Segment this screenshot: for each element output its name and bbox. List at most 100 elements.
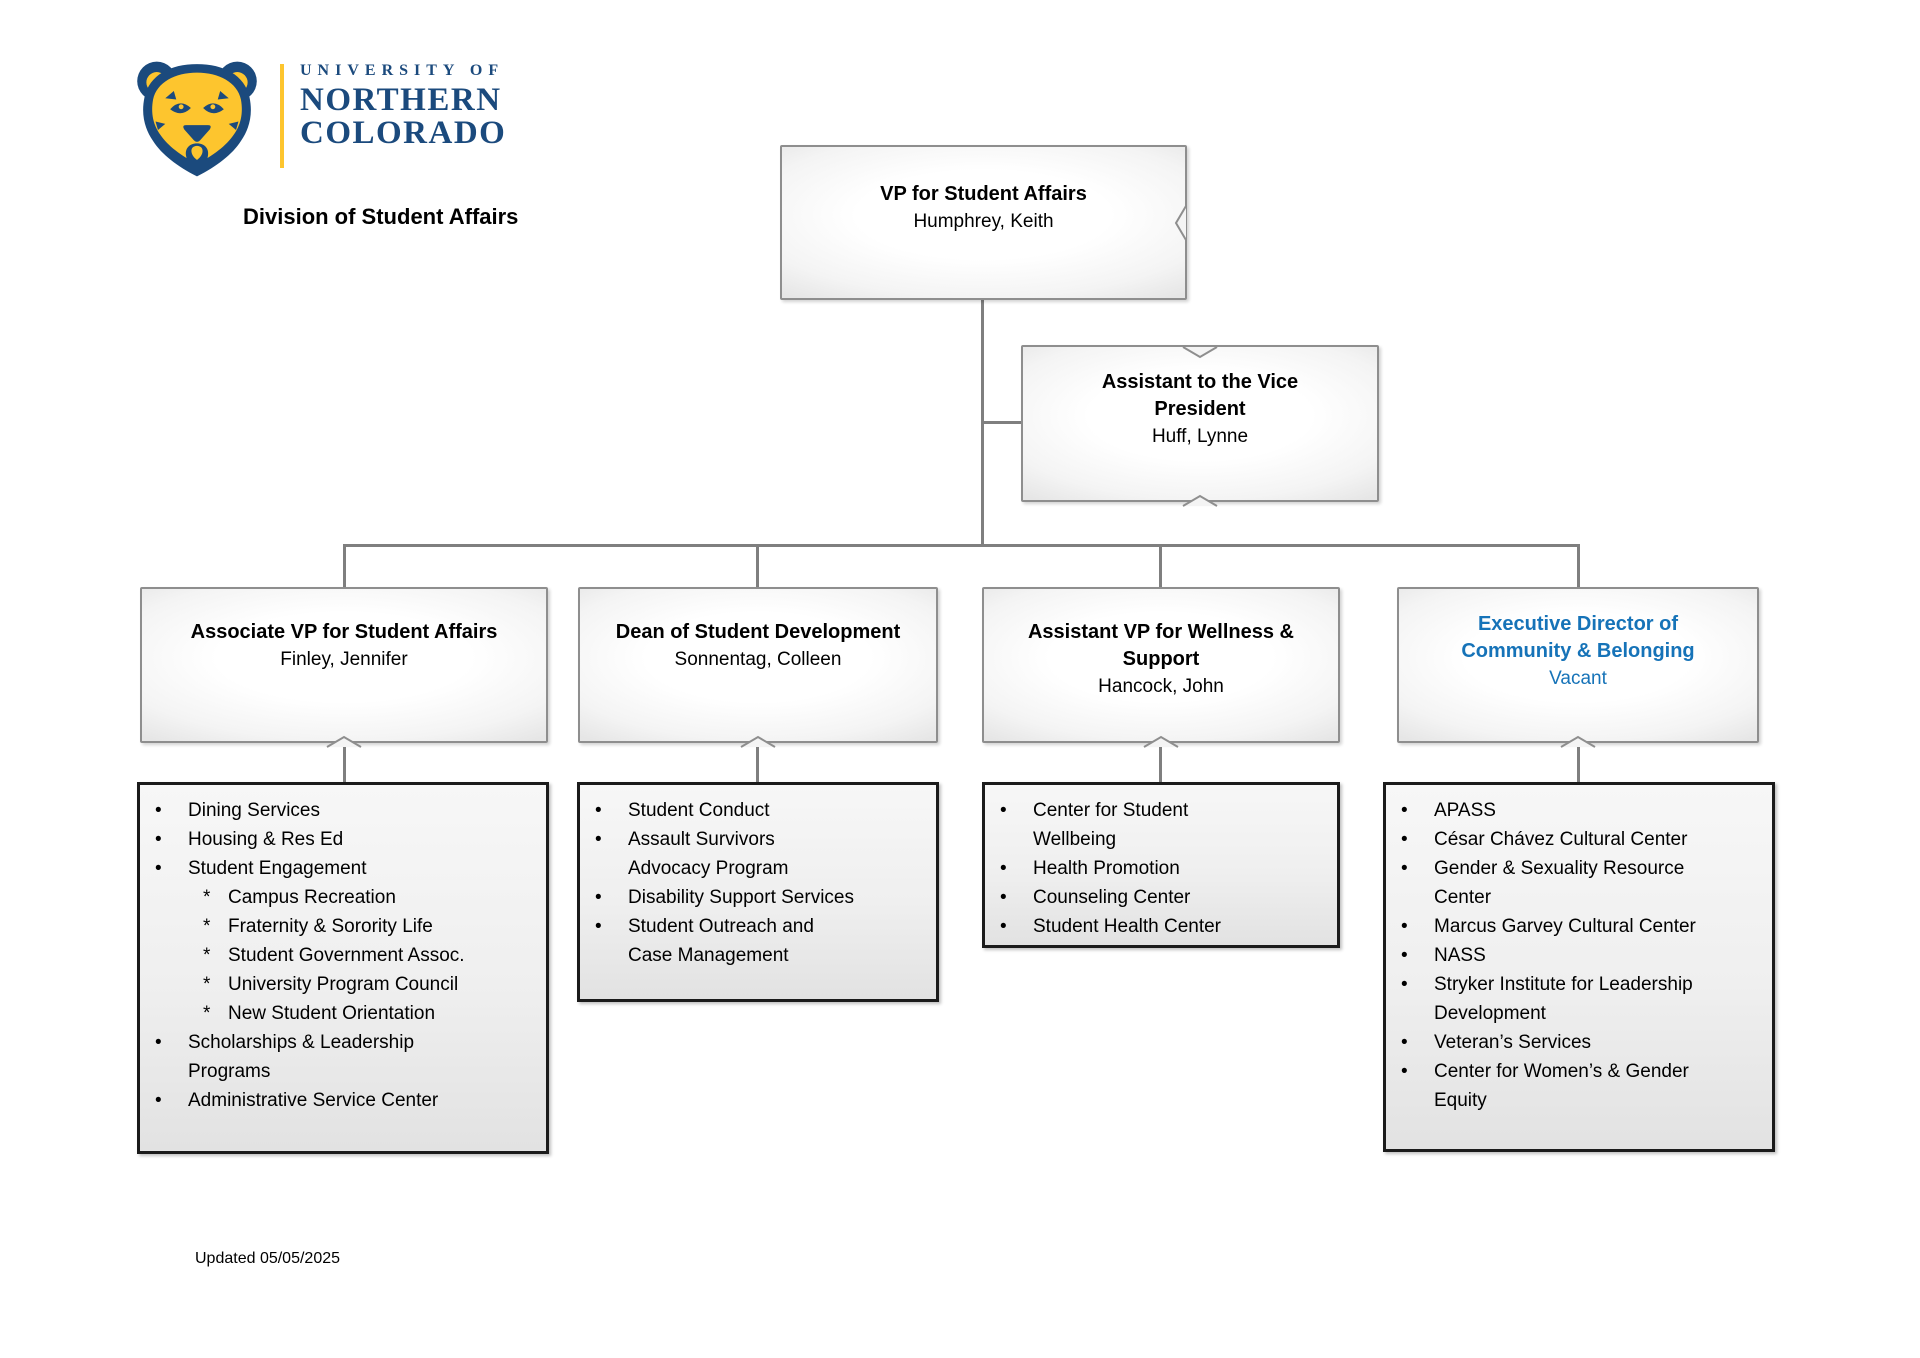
bullet-marker: • — [155, 1090, 162, 1111]
list-item: • Health Promotion — [1000, 854, 1331, 883]
bullet-marker: • — [595, 916, 602, 937]
list-item-text: Dining Services — [188, 800, 320, 821]
list-item-text: Fraternity & Sorority Life — [228, 916, 433, 937]
list-item: • Counseling Center — [1000, 883, 1331, 912]
bullet-marker: • — [1401, 858, 1408, 879]
bullet-marker: * — [203, 1003, 211, 1024]
title-line: Executive Director of — [1477, 613, 1679, 635]
title-line: Associate VP for Student Affairs — [190, 621, 498, 643]
org-box-title: Assistant VP for Wellness & Support — [984, 619, 1338, 673]
list-item-text: NASS — [1434, 945, 1486, 966]
org-box-branch-1: Associate VP for Student Affairs Finley,… — [140, 587, 548, 748]
connector-stub-to-assistant — [981, 421, 1021, 424]
bullet-marker: • — [155, 858, 162, 879]
unit-list-items: • Dining Services • Housing & Res Ed • S… — [155, 796, 540, 1115]
list-item: • Gender & Sexuality Resource Center — [1401, 854, 1766, 912]
bullet-marker: • — [1401, 974, 1408, 995]
bullet-marker: • — [1000, 887, 1007, 908]
chevron-down-icon — [1182, 346, 1218, 359]
bullet-marker: • — [595, 829, 602, 850]
title-line: Assistant VP for Wellness & — [1027, 621, 1294, 643]
connector-branch-4-to-list — [1577, 740, 1580, 784]
org-box-branch-2: Dean of Student Development Sonnentag, C… — [578, 587, 938, 748]
bullet-marker: • — [1401, 916, 1408, 937]
org-box-name: Finley, Jennifer — [280, 649, 408, 670]
page-title: Division of Student Affairs — [243, 204, 519, 229]
org-box-name: Vacant — [1549, 668, 1607, 689]
org-box-name: Humphrey, Keith — [913, 211, 1054, 232]
chevron-up-icon — [1560, 735, 1596, 748]
list-item-text: Marcus Garvey Cultural Center — [1434, 916, 1696, 937]
list-item-text: Student Government Assoc. — [228, 945, 465, 966]
bullet-marker: • — [1000, 800, 1007, 821]
org-box-title: VP for Student Affairs — [782, 181, 1185, 208]
list-item: • Center for Women’s & Gender Equity — [1401, 1057, 1766, 1115]
list-item: • Dining Services — [155, 796, 540, 825]
org-box-name: Hancock, John — [1098, 676, 1224, 697]
list-item-text: Student Outreach and Case Management — [628, 916, 814, 966]
title-line: Assistant to the Vice — [1101, 371, 1299, 393]
list-item: * Fraternity & Sorority Life — [155, 912, 540, 941]
connector-drop-branch-3 — [1159, 544, 1162, 587]
list-item-text: University Program Council — [228, 974, 459, 995]
connector-drop-branch-4 — [1577, 544, 1580, 587]
list-item: • Center for Student Wellbeing — [1000, 796, 1331, 854]
wordmark-line-colorado: COLORADO — [300, 115, 507, 151]
list-item-text: Housing & Res Ed — [188, 829, 344, 850]
list-item: • César Chávez Cultural Center — [1401, 825, 1766, 854]
list-item-text: Disability Support Services — [628, 887, 854, 908]
title-line: Support — [1122, 648, 1200, 670]
connector-drop-branch-2 — [756, 544, 759, 587]
list-item: * University Program Council — [155, 970, 540, 999]
title-line: VP for Student Affairs — [880, 183, 1087, 205]
list-item: • APASS — [1401, 796, 1766, 825]
title-line: President — [1154, 398, 1246, 420]
bullet-marker: • — [1401, 945, 1408, 966]
list-item: • NASS — [1401, 941, 1766, 970]
org-box-title: Executive Director of Community & Belongi… — [1399, 611, 1757, 665]
list-item-text: Counseling Center — [1033, 887, 1191, 908]
bullet-marker: • — [595, 800, 602, 821]
list-item: • Disability Support Services — [595, 883, 930, 912]
list-item-text: Campus Recreation — [228, 887, 396, 908]
list-item-text: Student Health Center — [1033, 916, 1222, 937]
bullet-marker: * — [203, 887, 211, 908]
bullet-marker: • — [595, 887, 602, 908]
bullet-marker: • — [155, 829, 162, 850]
title-line: Community & Belonging — [1461, 640, 1695, 662]
list-item: • Assault Survivors Advocacy Program — [595, 825, 930, 883]
org-box-title: Associate VP for Student Affairs — [142, 619, 546, 646]
unit-list-branch-3: • Center for Student Wellbeing • Health … — [982, 782, 1340, 948]
list-item: • Administrative Service Center — [155, 1086, 540, 1115]
chevron-left-icon — [1174, 204, 1187, 241]
bullet-marker: • — [155, 1032, 162, 1053]
org-box-vp: VP for Student Affairs Humphrey, Keith — [780, 145, 1187, 300]
list-item: • Housing & Res Ed — [155, 825, 540, 854]
chevron-up-icon — [740, 735, 776, 748]
list-item: * Student Government Assoc. — [155, 941, 540, 970]
list-item-text: New Student Orientation — [228, 1003, 436, 1024]
list-item-text: Stryker Institute for Leadership Develop… — [1434, 974, 1693, 1024]
list-item: • Marcus Garvey Cultural Center — [1401, 912, 1766, 941]
list-item-text: Center for Women’s & Gender Equity — [1434, 1061, 1689, 1111]
bullet-marker: * — [203, 945, 211, 966]
org-box-name: Huff, Lynne — [1151, 426, 1249, 447]
unit-list-branch-2: • Student Conduct • Assault Survivors Ad… — [577, 782, 939, 1002]
list-item-text: Student Conduct — [628, 800, 770, 821]
list-item: • Scholarships & Leadership Programs — [155, 1028, 540, 1086]
chevron-up-icon — [1143, 735, 1179, 748]
list-item-text: Scholarships & Leadership Programs — [188, 1032, 415, 1082]
list-item-text: Student Engagement — [188, 858, 367, 879]
unit-list-branch-1: • Dining Services • Housing & Res Ed • S… — [137, 782, 549, 1154]
university-wordmark: UNIVERSITY OF NORTHERN COLORADO — [300, 58, 506, 150]
list-item: * Campus Recreation — [155, 883, 540, 912]
connector-drop-branch-1 — [343, 544, 346, 587]
bear-mascot-icon — [137, 61, 257, 177]
list-item-text: César Chávez Cultural Center — [1434, 829, 1688, 850]
unit-list-branch-4: • APASS • César Chávez Cultural Center •… — [1383, 782, 1775, 1152]
org-box-branch-3: Assistant VP for Wellness & Support Hanco… — [982, 587, 1340, 748]
bullet-marker: * — [203, 974, 211, 995]
chevron-up-icon — [1182, 494, 1218, 507]
list-item-text: Gender & Sexuality Resource Center — [1434, 858, 1685, 908]
